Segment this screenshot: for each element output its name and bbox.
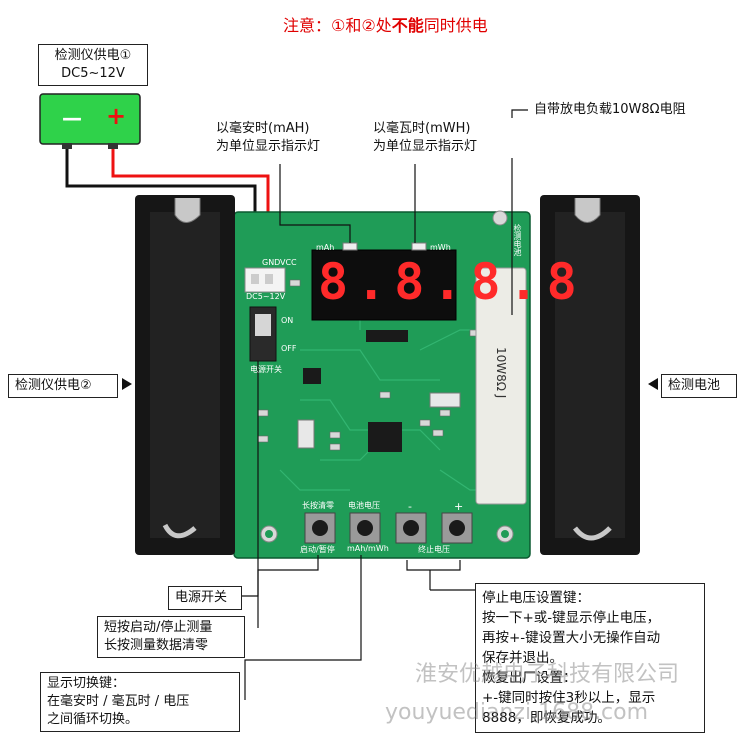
callout-display-line2: 在毫安时 / 毫瓦时 / 电压 [47, 694, 190, 709]
display-digits: 8.8.8.8 [318, 253, 585, 311]
title-suffix: 同时供电 [423, 16, 488, 35]
callout-supply-1: 检测仪供电① DC5~12V [38, 44, 148, 86]
pcb-label-mah: mAh [316, 243, 335, 252]
pcb-label-power: 电源开关 [250, 365, 282, 374]
external-battery-cap-plus [108, 143, 118, 149]
arrow-left-icon [648, 378, 658, 390]
terminal-block [429, 392, 461, 408]
callout-battery: 检测电池 [661, 374, 737, 398]
watermark-site: youyuedianzi.1688.com [385, 700, 649, 725]
callout-start-stop: 短按启动/停止测量 长按测量数据清零 [97, 616, 245, 658]
pcb-label-plus: + [454, 500, 464, 513]
callout-stop-line3: 再按+-键设置大小无操作自动 [482, 630, 661, 646]
ic-chip-small [303, 368, 321, 384]
external-battery-cap-minus [62, 143, 72, 149]
callout-stop-line1: 停止电压设置键： [482, 590, 590, 606]
pcb-label-btn-bottom-3: 终止电压 [418, 545, 450, 554]
leader-start [257, 555, 319, 628]
leader-resistor [511, 109, 528, 315]
pcb-label-btn-bottom-1: 启动/暂停 [300, 545, 335, 554]
pcb-label-dc: DC5~12V [246, 292, 286, 301]
callout-mah-line2: 为单位显示指示灯 [216, 139, 321, 154]
callout-mah: 以毫安时(mAH) 为单位显示指示灯 [210, 118, 356, 158]
pcb-label-vcc: VCC [280, 258, 297, 267]
callout-start-stop-line1: 短按启动/停止测量 [104, 620, 213, 635]
callout-power-switch-text: 电源开关 [175, 590, 228, 605]
seven-seg-display [311, 249, 457, 321]
leader-stop-bracket [406, 560, 461, 571]
callout-display-line1: 显示切换键： [47, 676, 126, 691]
callout-mwh: 以毫瓦时(mWH) 为单位显示指示灯 [367, 118, 515, 158]
pcb-label-btn1-top: 长按清零 [302, 501, 334, 510]
callout-mwh-line2: 为单位显示指示灯 [373, 139, 478, 154]
callout-supply-2: 检测仪供电② [8, 374, 118, 398]
callout-stop-voltage: 停止电压设置键： 按一下+或-键显示停止电压， 再按+-键设置大小无操作自动 保… [475, 583, 705, 733]
pcb-label-mwh: mWh [430, 243, 451, 252]
callout-mwh-line1: 以毫瓦时(mWH) [373, 121, 471, 136]
callout-supply-1-line1: 检测仪供电① [54, 48, 132, 63]
title-prefix: 注意：①和②处 [283, 16, 392, 35]
callout-mah-line1: 以毫安时(mAH) [216, 121, 310, 136]
callout-display-line3: 之间循环切换。 [47, 712, 139, 727]
pcb-label-off: OFF [281, 344, 297, 353]
callout-start-stop-line2: 长按测量数据清零 [104, 638, 209, 653]
callout-supply-2-text: 检测仪供电② [15, 378, 92, 393]
callout-supply-1-line2: DC5~12V [61, 66, 125, 81]
pcb-label-btn-bottom-2: mAh/mWh [347, 544, 389, 553]
page-title: 注意：①和②处不能同时供电 [283, 12, 488, 36]
title-emphasis: 不能 [391, 16, 424, 35]
ic-header [366, 330, 408, 342]
callout-resistor: 自带放电负载10W8Ω电阻 [528, 99, 694, 121]
callout-stop-line6: +-键同时按住3秒以上，显示 [482, 690, 656, 706]
mount-hole [265, 530, 273, 538]
leader-mah-2 [279, 210, 351, 243]
pcb-label-gnd: GND [262, 258, 281, 267]
watermark-company: 淮安优越电子科技有限公司 [415, 662, 680, 687]
callout-stop-line2: 按一下+或-键显示停止电压， [482, 610, 661, 626]
tactile-buttons [304, 512, 473, 544]
ic-chip [368, 422, 402, 452]
battery-plus-sign: + [106, 102, 127, 130]
callout-power-switch: 电源开关 [168, 586, 242, 610]
callout-display-key: 显示切换键： 在毫安时 / 毫瓦时 / 电压 之间循环切换。 [40, 672, 240, 732]
callout-battery-text: 检测电池 [668, 378, 721, 393]
callout-stop-line7: 8888，即恢复成功。 [482, 710, 611, 726]
resistor-print: 10W8Ω J [494, 347, 508, 399]
mah-led [342, 242, 358, 251]
mount-hole [501, 530, 509, 538]
callout-stop-line4: 保存并退出。 [482, 650, 563, 666]
mwh-led [411, 242, 427, 251]
battery-minus-sign: — [62, 106, 82, 130]
pcb-label-on: ON [281, 316, 294, 325]
external-battery [39, 93, 141, 145]
pcb-label-vertical: 检测电池 [513, 224, 522, 256]
leader-display [244, 555, 362, 700]
pcb-label-btn2-top: 电池电压 [348, 501, 380, 510]
load-resistor [475, 267, 527, 505]
mount-hole [492, 210, 508, 226]
arrow-right-icon [122, 378, 132, 390]
potentiometer [297, 419, 315, 449]
callout-resistor-text: 自带放电负载10W8Ω电阻 [534, 102, 686, 117]
pcb-label-minus: - [408, 500, 412, 513]
callout-stop-line5: 恢复出厂设置： [482, 670, 577, 686]
